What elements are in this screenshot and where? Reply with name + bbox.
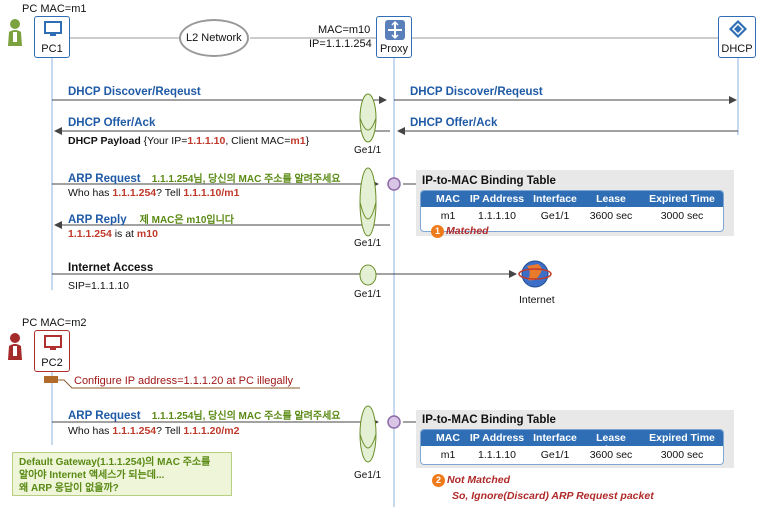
- computer-icon: [44, 21, 62, 36]
- binding-table: MAC IP Address Interface Lease Time Expi…: [420, 190, 724, 232]
- offer-label: DHCP Offer/Ack: [68, 117, 156, 129]
- pc2-node[interactable]: PC2: [34, 330, 70, 372]
- arp-reply-body: 1.1.1.254 is at m10: [68, 228, 158, 240]
- discover-right-label: DHCP Discover/Reqeust: [410, 86, 543, 98]
- arp-request2-header: ARP Request 1.1.1.254님, 당신의 MAC 주소를 알려주세…: [68, 410, 341, 422]
- user-icon: [8, 19, 22, 46]
- inspect-icon: [387, 415, 401, 429]
- configure-label: Configure IP address=1.1.1.20 at PC ille…: [74, 375, 294, 387]
- internet-label: Internet: [519, 294, 555, 306]
- port-label: Ge1/1: [354, 289, 382, 300]
- pc1-mac-label: PC MAC=m1: [22, 3, 87, 15]
- dhcp-label: DHCP: [721, 43, 753, 55]
- port-label: Ge1/1: [354, 238, 382, 249]
- binding-table-title: IP-to-MAC Binding Table: [422, 414, 556, 426]
- l2-network-cloud: [179, 19, 249, 57]
- internet-access-label: Internet Access: [68, 262, 154, 274]
- port-icon: [359, 264, 377, 286]
- port-icon: [359, 405, 377, 463]
- table-row: m1 1.1.1.10 Ge1/1 3600 sec 3000 sec: [440, 210, 704, 222]
- dhcp-server-icon: [729, 20, 747, 38]
- port-icon: [359, 167, 377, 237]
- sip-label: SIP=1.1.1.10: [68, 280, 130, 292]
- binding-table: MAC IP Address Interface Lease Time Expi…: [420, 429, 724, 465]
- proxy-mac-label: MAC=m10: [318, 24, 371, 36]
- discover-label: DHCP Discover/Reqeust: [68, 86, 201, 98]
- ignore-label: So, Ignore(Discard) ARP Request packet: [452, 490, 654, 502]
- proxy-label: Proxy: [379, 43, 409, 55]
- table-row: m1 1.1.1.10 Ge1/1 3600 sec 3000 sec: [440, 449, 704, 461]
- user-icon: [8, 333, 22, 360]
- switch-icon: [385, 20, 405, 40]
- port-icon: [359, 93, 377, 143]
- binding-table-title: IP-to-MAC Binding Table: [422, 175, 556, 187]
- proxy-ip-label: IP=1.1.1.254: [309, 38, 372, 50]
- port-label: Ge1/1: [354, 470, 382, 481]
- computer-icon: [44, 335, 62, 350]
- pc1-node[interactable]: PC1: [34, 16, 70, 58]
- binding-table-header: MAC IP Address Interface Lease Time Expi…: [421, 430, 723, 456]
- inspect-icon: [387, 177, 401, 191]
- l2-network-label: L2 Network: [186, 32, 242, 44]
- arp-reply-header: ARP Reply 제 MAC은 m10입니다: [68, 214, 235, 226]
- globe-icon: [518, 260, 552, 288]
- port-label: Ge1/1: [354, 145, 382, 156]
- step-badge: 1: [431, 225, 444, 238]
- dhcp-node[interactable]: DHCP: [718, 16, 756, 58]
- pc2-mac-label: PC MAC=m2: [22, 317, 87, 329]
- offer-right-label: DHCP Offer/Ack: [410, 117, 498, 129]
- binding-table-header: MAC IP Address Interface Lease Time Expi…: [421, 191, 723, 217]
- pc2-label: PC2: [41, 357, 63, 369]
- proxy-node[interactable]: Proxy: [376, 16, 412, 58]
- arp-request-header: ARP Request 1.1.1.254님, 당신의 MAC 주소를 알려주세…: [68, 173, 341, 185]
- pc1-label: PC1: [41, 43, 63, 55]
- arp-request-who: Who has 1.1.1.254? Tell 1.1.1.10/m1: [68, 187, 240, 199]
- question-note: Default Gateway(1.1.1.254)의 MAC 주소를 알아야 …: [12, 452, 232, 496]
- dhcp-payload: DHCP Payload {Your IP=1.1.1.10, Client M…: [68, 135, 310, 147]
- arp-request2-who: Who has 1.1.1.254? Tell 1.1.1.20/m2: [68, 425, 240, 437]
- step-badge: 2: [432, 474, 445, 487]
